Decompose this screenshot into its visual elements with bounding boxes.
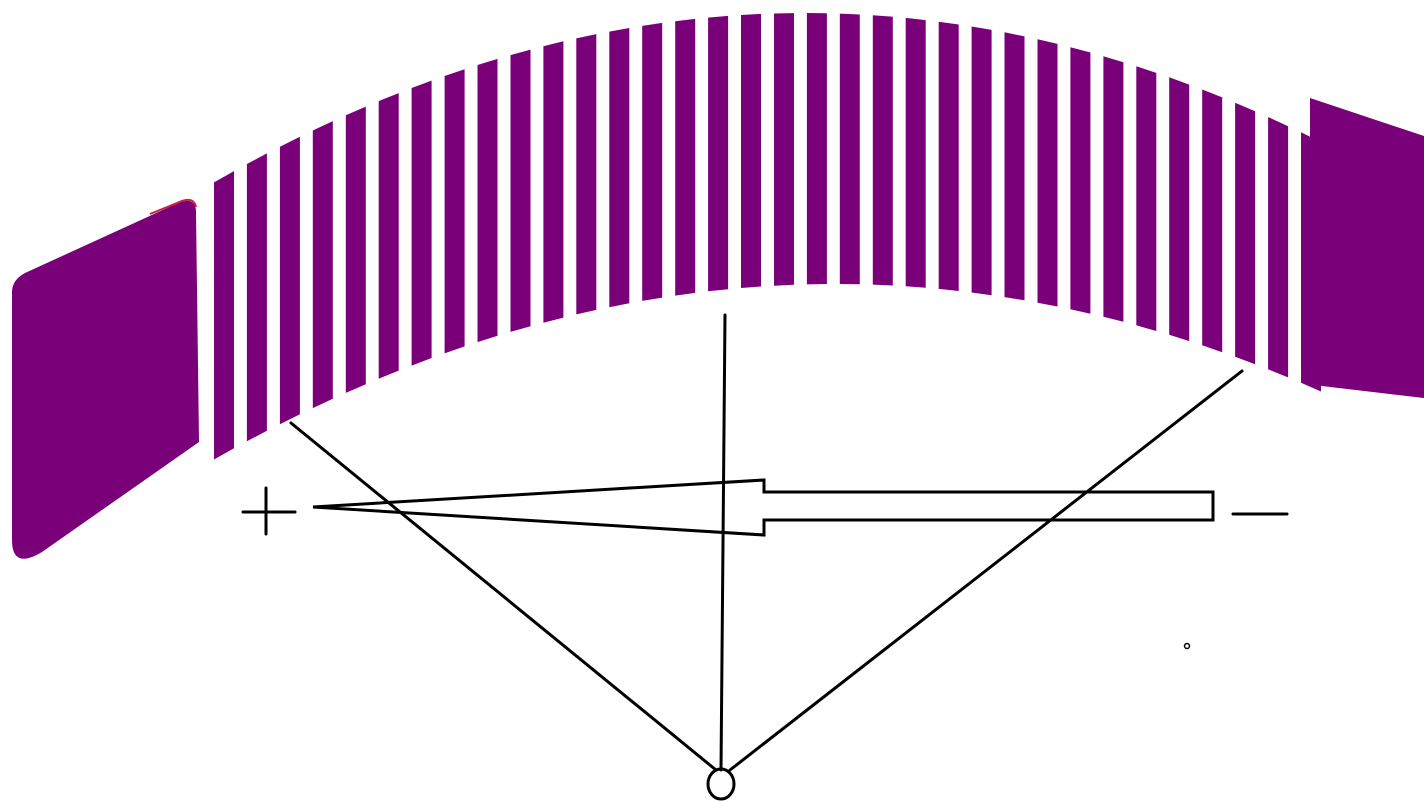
left-guide-line [289,421,718,772]
scale-arc [12,13,1424,559]
scale-tick [510,49,531,332]
scale-tick [1202,89,1223,353]
scale-tick [905,17,926,288]
small-dot-mark [1183,642,1191,650]
scale-tick [1004,32,1025,301]
scale-left-block-edge [149,198,197,215]
scale-tick [378,93,399,379]
right-guide-line [728,369,1244,772]
plus-sign [241,486,297,536]
scale-tick [675,18,696,296]
scale-tick [1169,77,1190,342]
scale-tick [543,41,564,323]
scale-tick [1235,102,1256,365]
scale-tick [214,171,234,460]
scale-tick [279,136,300,425]
scale-tick [477,58,498,343]
scale-tick [872,15,893,286]
scale-tick [444,69,465,354]
scale-tick [609,28,630,308]
scale-tick [1268,117,1289,378]
center-guide-line [719,313,727,772]
scale-tick [411,80,432,366]
scale-tick [839,13,860,285]
scale-tick [938,21,959,291]
scale-tick [642,22,663,301]
scale-tick [1103,56,1124,322]
scale-tick [1037,39,1058,307]
scale-tick [576,34,597,315]
scale-tick [312,121,333,409]
scale-tick [774,13,794,286]
scale-tick [741,13,761,289]
scale-tick [806,13,827,285]
scale-tick [1136,66,1157,331]
scale-tick [971,26,992,296]
scale-left-end-block [12,200,199,559]
needle-pointer [312,478,1215,537]
scale-ticks [214,13,1321,460]
scale-tick [345,106,366,393]
scale-tick [708,15,729,292]
scale-tick [1070,47,1091,314]
scale-tick [246,153,267,442]
pivot-circle [706,767,736,801]
guide-lines [289,313,1244,772]
scale-right-end-block [1310,98,1424,398]
